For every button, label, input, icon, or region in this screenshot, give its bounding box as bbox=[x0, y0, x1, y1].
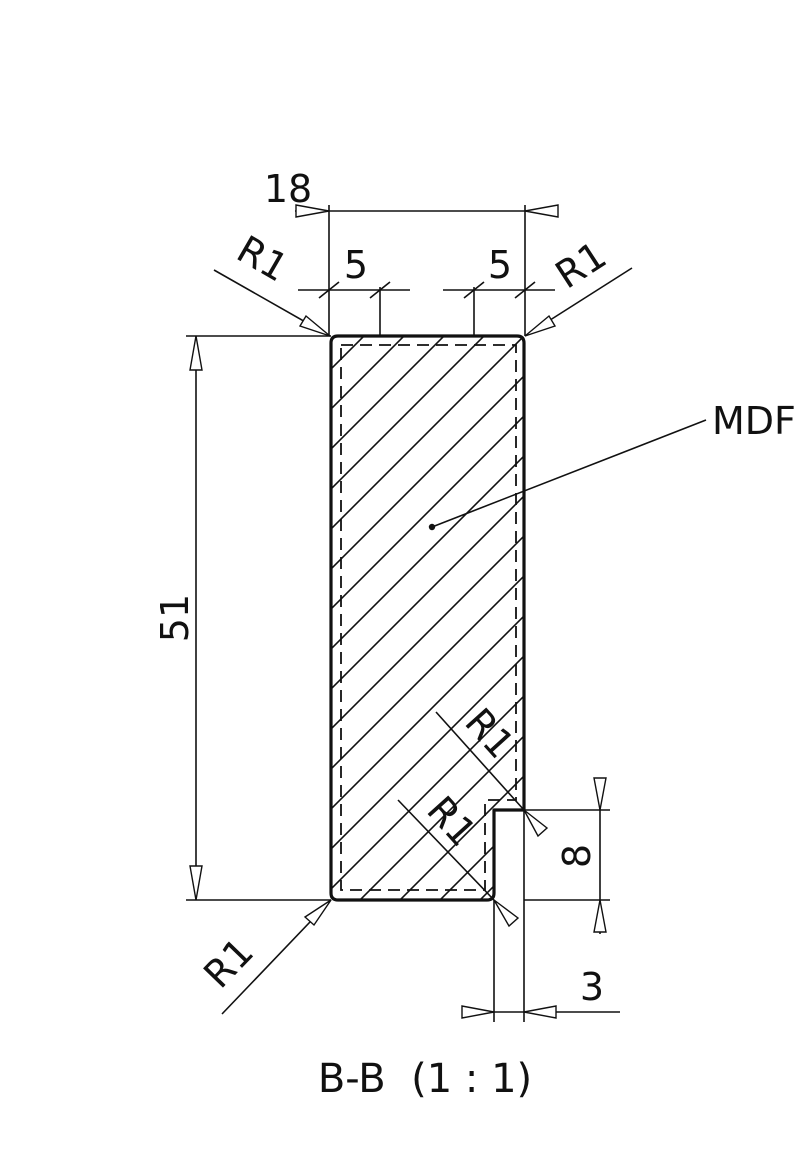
groove-height-label: 8 bbox=[555, 844, 599, 868]
radius-top-right-label: R1 bbox=[548, 233, 614, 297]
groove-depth-arrow-left bbox=[461, 1005, 495, 1019]
groove-height-dimension bbox=[524, 777, 610, 934]
radius-groove-upper-leader bbox=[435, 711, 549, 838]
hatch-line bbox=[331, 336, 524, 900]
hatch-line bbox=[331, 336, 524, 900]
radius-top-left-leader bbox=[213, 269, 331, 337]
hatch-line bbox=[339, 336, 524, 900]
radius-top-left-label: R1 bbox=[230, 227, 296, 290]
height-dimension-label: 51 bbox=[153, 594, 197, 642]
hatch-line bbox=[331, 336, 461, 900]
section-hatching bbox=[331, 336, 524, 900]
height-dimension bbox=[186, 335, 331, 901]
hatch-line bbox=[379, 336, 524, 900]
height-arrow-bottom bbox=[189, 865, 203, 901]
width-arrow-left bbox=[295, 204, 330, 218]
hatch-line bbox=[331, 336, 524, 900]
hatch-line bbox=[331, 336, 524, 900]
section-caption: B-B (1 : 1) bbox=[318, 1056, 532, 1102]
radius-bottom-left-label: R1 bbox=[195, 929, 262, 996]
groove-height-arrow-top bbox=[593, 777, 607, 811]
width-dimension bbox=[295, 204, 559, 336]
hatch-line bbox=[331, 336, 501, 900]
radius-groove-upper-label: R1 bbox=[456, 700, 523, 767]
hatch-line bbox=[331, 336, 524, 900]
profile-outline bbox=[329, 334, 526, 902]
material-leader bbox=[428, 419, 707, 531]
top-right-offset-dimension bbox=[443, 281, 555, 336]
width-dimension-label: 18 bbox=[264, 167, 312, 211]
hatch-line bbox=[331, 336, 524, 900]
groove-depth-arrow-right bbox=[523, 1005, 557, 1019]
hatch-line bbox=[331, 336, 524, 900]
hatch-line bbox=[331, 336, 524, 900]
radius-bottom-left-leader bbox=[221, 899, 332, 1015]
top-right-offset-label: 5 bbox=[488, 243, 512, 287]
material-label: MDF bbox=[712, 399, 796, 443]
radius-groove-lower-label: R1 bbox=[418, 788, 485, 855]
hatch-line bbox=[331, 336, 421, 900]
height-arrow-top bbox=[189, 335, 203, 371]
hatch-line bbox=[331, 336, 524, 900]
width-arrow-right bbox=[524, 204, 559, 218]
radius-top-right-leader bbox=[524, 267, 633, 337]
radius-groove-lower-leader bbox=[397, 799, 520, 928]
hatch-line bbox=[331, 336, 524, 900]
hidden-edges bbox=[340, 344, 517, 891]
top-left-offset-dimension bbox=[298, 281, 410, 336]
groove-height-arrow-bottom bbox=[593, 899, 607, 933]
groove-depth-dimension bbox=[461, 810, 620, 1022]
groove-depth-label: 3 bbox=[580, 965, 604, 1009]
top-left-offset-label: 5 bbox=[344, 243, 368, 287]
